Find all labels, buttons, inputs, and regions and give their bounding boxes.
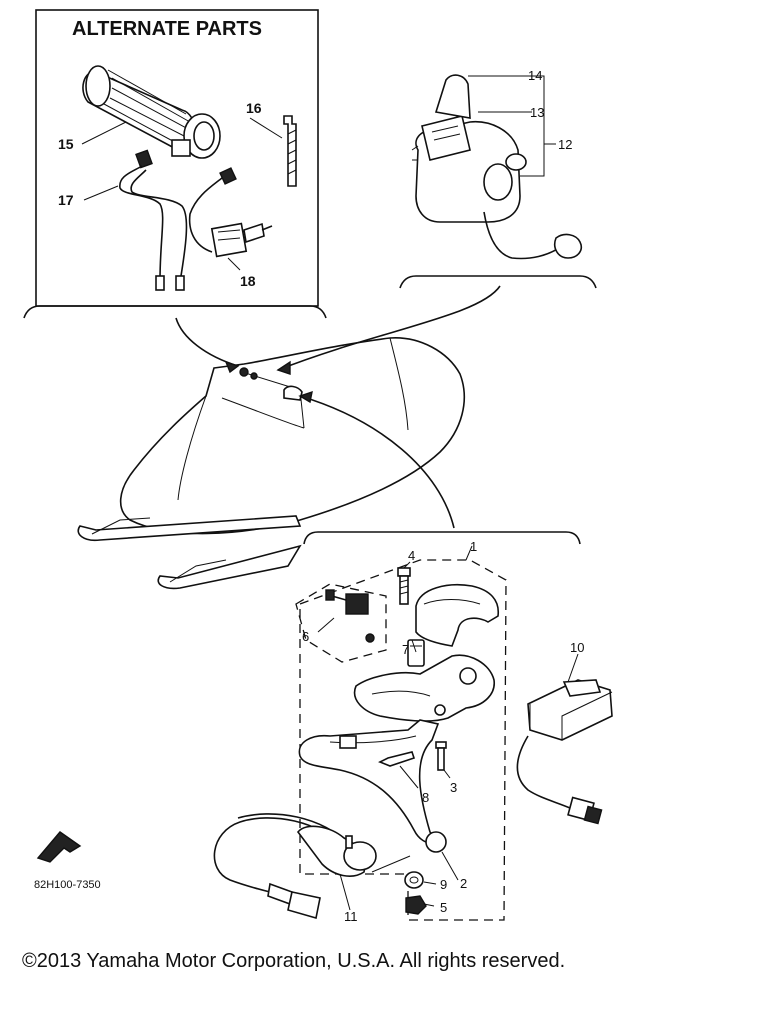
switch-assembly-inset: 14 13 12 (399, 68, 597, 289)
label-18: 18 (240, 273, 256, 289)
screw-8 (378, 751, 416, 767)
throttle-lever (298, 719, 447, 853)
part-code: 82H100-7350 (34, 879, 101, 891)
label-12: 12 (558, 137, 572, 152)
label-4: 4 (408, 548, 415, 563)
wire-harness-part (119, 149, 237, 291)
label-15: 15 (58, 136, 74, 152)
throttle-group-bracket (303, 531, 581, 545)
alternate-parts-title: ALTERNATE PARTS (72, 18, 262, 40)
label-14: 14 (528, 68, 542, 83)
label-17: 17 (58, 192, 74, 208)
screw-3 (435, 741, 447, 771)
arrow-switch-to-hood (277, 285, 501, 371)
toggle-switch-part (210, 222, 273, 258)
nut-5 (405, 895, 427, 915)
alternate-parts-inset: ALTERNATE PARTS (23, 9, 327, 319)
label-9: 9 (440, 877, 447, 892)
spacer-7 (407, 639, 425, 667)
label-10: 10 (570, 640, 584, 655)
label-1: 1 (470, 539, 477, 554)
label-13: 13 (530, 105, 544, 120)
label-7: 7 (402, 642, 409, 657)
bolt-part-16 (283, 115, 297, 187)
assembly-6-outline (295, 583, 387, 663)
nut-9 (404, 871, 424, 889)
forward-arrow-icon (36, 831, 82, 863)
label-6: 6 (302, 629, 309, 644)
label-5: 5 (440, 900, 447, 915)
label-11: 11 (344, 909, 358, 924)
wire-clip-6 (325, 589, 375, 643)
throttle-housing-cover (415, 584, 499, 647)
label-16: 16 (246, 100, 262, 116)
copyright-notice: ©2013 Yamaha Motor Corporation, U.S.A. A… (22, 950, 566, 972)
alternate-parts-frame (35, 9, 319, 307)
label-3: 3 (450, 780, 457, 795)
handlebar-switch-part (411, 74, 583, 260)
throttle-housing (353, 654, 495, 722)
snowmobile-hood (77, 337, 466, 590)
relay-box-10 (516, 679, 613, 825)
throttle-sensor-11 (213, 813, 377, 920)
arrow-throttle-to-hood (299, 395, 455, 529)
screw-4 (397, 567, 411, 605)
heated-grip-part (82, 65, 221, 159)
label-2: 2 (460, 876, 467, 891)
arrow-alternate-to-hood (175, 317, 239, 367)
label-8: 8 (422, 790, 429, 805)
